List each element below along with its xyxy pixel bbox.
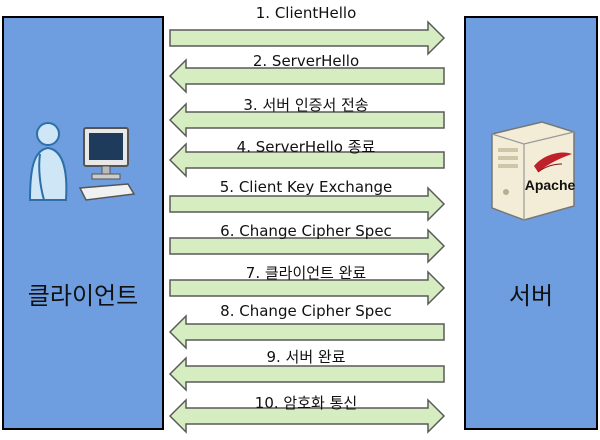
step-label-1: 1. ClientHello: [255, 4, 357, 22]
step-label-6: 6. Change Cipher Spec: [220, 222, 392, 240]
step-label-8: 8. Change Cipher Spec: [220, 302, 392, 320]
server-label: 서버: [508, 282, 554, 310]
step-arrow-5: [169, 186, 446, 222]
step-arrow-7: [169, 270, 446, 306]
step-arrow-1: [169, 20, 446, 56]
client-label: 클라이언트: [27, 282, 139, 310]
apache-server-icon: Apache: [491, 121, 576, 221]
step-label-2: 2. ServerHello: [252, 52, 360, 70]
step-label-9: 9. 서버 완료: [266, 348, 346, 366]
server-panel: Apache 서버: [464, 16, 598, 430]
step-arrow-4: [168, 142, 445, 178]
step-label-3: 3. 서버 인증서 전송: [243, 96, 369, 114]
step-arrow-9: [168, 356, 445, 392]
step-arrow-3: [168, 102, 445, 138]
user-computer-icon: [28, 122, 136, 201]
step-label-5: 5. Client Key Exchange: [219, 178, 393, 196]
step-arrow-2: [168, 58, 445, 94]
step-label-10: 10. 암호화 통신: [254, 394, 358, 412]
step-label-4: 4. ServerHello 종료: [236, 138, 376, 156]
apache-logo-text: Apache: [525, 177, 576, 193]
step-arrow-8: [168, 314, 445, 350]
client-panel: 클라이언트: [2, 16, 164, 430]
step-arrow-10: [168, 398, 446, 434]
step-label-7: 7. 클라이언트 완료: [245, 264, 367, 282]
step-arrow-6: [169, 228, 446, 264]
